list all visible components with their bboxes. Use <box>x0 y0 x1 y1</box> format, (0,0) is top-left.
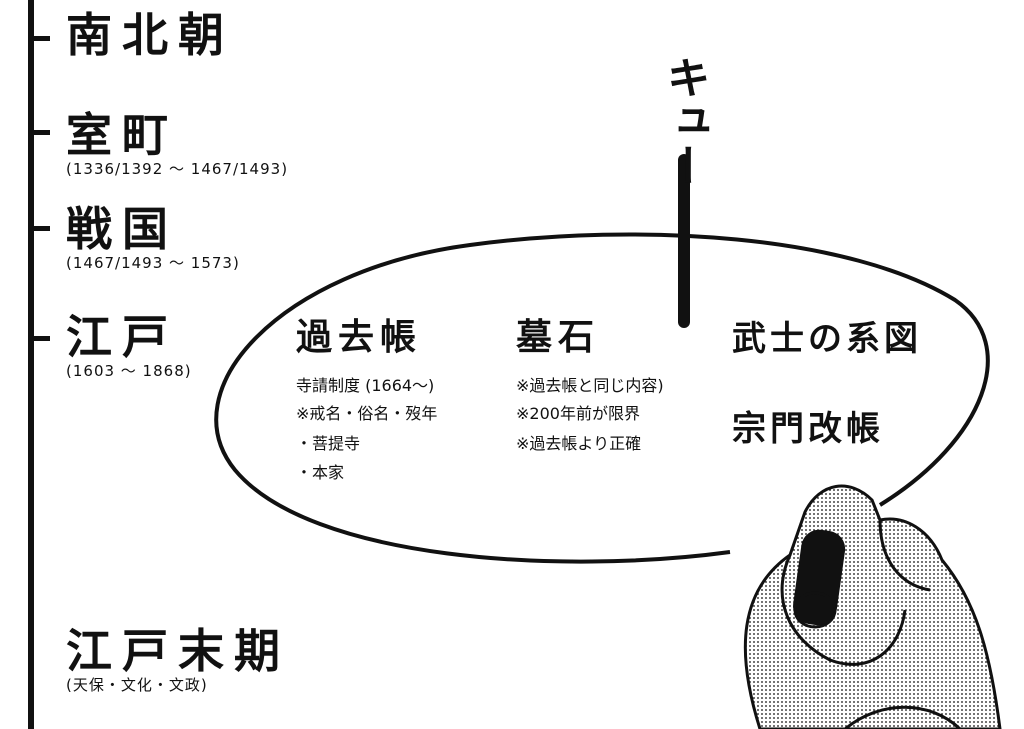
era-name: 江戸 <box>66 310 178 364</box>
bubble-outline <box>214 232 990 564</box>
timeline-line <box>28 0 34 729</box>
timeline-tick <box>28 36 50 41</box>
boseki-note: ※過去帳より正確 <box>516 434 642 453</box>
era-years: (1336/1392 〜 1467/1493) <box>66 160 289 178</box>
boseki-note: ※過去帳と同じ内容) <box>516 376 664 395</box>
era-name: 室町 <box>66 108 178 162</box>
kakocho-note: 寺請制度 (1664〜) <box>296 376 435 395</box>
era-name: 戦国 <box>66 202 178 256</box>
kakocho-note: ・菩提寺 <box>296 434 361 453</box>
era-years: (天保・文化・文政) <box>66 676 208 694</box>
era-name: 南北朝 <box>66 8 234 62</box>
kakocho-note: ※戒名・俗名・歿年 <box>296 404 438 423</box>
era-name: 江戸末期 <box>66 624 290 678</box>
era-edo: 江戸 (1603 〜 1868) <box>66 314 192 379</box>
sound-effect: キュー <box>658 55 710 187</box>
era-nanbokucho: 南北朝 <box>66 12 234 58</box>
era-muromachi: 室町 (1336/1392 〜 1467/1493) <box>66 112 288 177</box>
shumon-aratame-title: 宗門改帳 <box>732 409 884 449</box>
timeline-tick <box>28 226 50 231</box>
hand-holding-marker-icon <box>743 484 1002 729</box>
boseki-note: ※200年前が限界 <box>516 404 640 423</box>
timeline-tick <box>28 130 50 135</box>
kakocho-note: ・本家 <box>296 463 345 482</box>
kakocho-title: 過去帳 <box>296 317 423 358</box>
era-late-edo: 江戸末期 (天保・文化・文政) <box>66 628 290 693</box>
boseki-title: 墓石 <box>516 317 601 358</box>
timeline-tick <box>28 336 50 341</box>
era-sengoku: 戦国 (1467/1493 〜 1573) <box>66 206 240 271</box>
era-years: (1603 〜 1868) <box>66 362 192 380</box>
era-years: (1467/1493 〜 1573) <box>66 254 240 272</box>
bushi-keizu-title: 武士の系図 <box>732 319 922 359</box>
